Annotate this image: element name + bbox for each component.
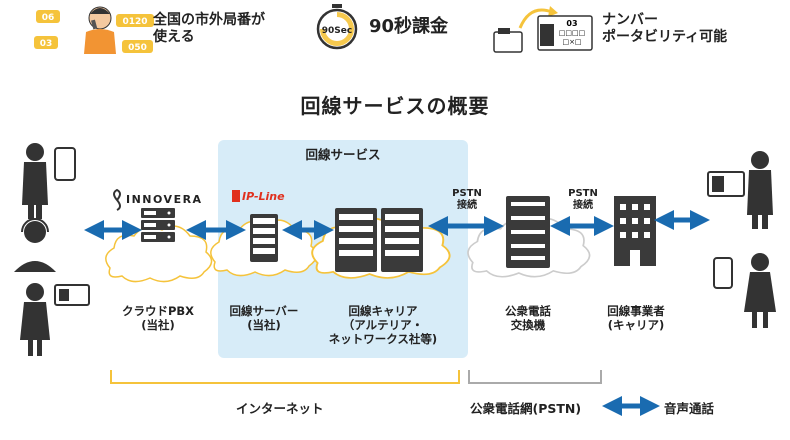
- internet-label: インターネット: [236, 401, 324, 416]
- area-code-bubble: 03: [34, 36, 58, 49]
- operator-headset-icon: [14, 218, 56, 272]
- cloud-pbx-server-icon: [141, 208, 175, 242]
- area-code-bubble-text: 03: [40, 39, 53, 49]
- person-with-phone-icon: [22, 143, 76, 219]
- phone-transfer-icon: 03 □□□□ □×□: [493, 6, 593, 53]
- internet-bracket: [110, 370, 460, 384]
- feature-number-portability-text: ナンバー ポータビリティ可能: [602, 12, 728, 45]
- node-label-line-server: 回線サーバー (当社): [229, 304, 299, 332]
- innovera-logo: INNOVERA: [126, 193, 203, 206]
- area-code-bubble-text: 050: [128, 43, 147, 53]
- ipline-logo: IP-Line: [242, 190, 285, 203]
- node-label-line-carrier: 回線キャリア （アルテリア・ ネットワークス社等): [328, 304, 438, 346]
- feature-billing-text: 90秒課金: [369, 16, 449, 37]
- svg-text:□□□□: □□□□: [559, 29, 585, 37]
- ipline-logo-mark: [232, 190, 240, 202]
- pstn-bracket: [468, 370, 602, 384]
- area-code-bubble: 0120: [116, 14, 154, 27]
- pstn-connect-label-2: PSTN 接続: [568, 188, 598, 211]
- area-code-bubble-text: 06: [42, 13, 55, 23]
- carrier-building-icon: [614, 196, 656, 266]
- feature-area-codes: 06 0120 03 050 全国の市外局番が 使える: [30, 2, 290, 54]
- innovera-logo-mark: [113, 188, 121, 211]
- pstn-connect-label-1: PSTN 接続: [452, 188, 482, 211]
- carrier-cloud: [311, 215, 451, 279]
- feature-number-portability: 03 □□□□ □×□ ナンバー ポータビリティ可能: [490, 2, 790, 56]
- pstn-network-label: 公衆電話網(PSTN): [470, 401, 582, 416]
- node-label-cloud-pbx: クラウドPBX (当社): [121, 304, 195, 332]
- person-mobile-right-icon: [713, 253, 776, 328]
- area-code-bubble-text: 0120: [122, 17, 147, 27]
- feature-area-codes-text: 全国の市外局番が 使える: [153, 12, 265, 45]
- svg-text:03: 03: [566, 19, 577, 28]
- person-desk-phone-right-icon: [707, 151, 773, 229]
- node-label-line-operator: 回線事業者 (キャリア): [607, 304, 665, 332]
- svg-text:□×□: □×□: [562, 38, 581, 46]
- panel-title: 回線サービス: [305, 147, 381, 162]
- stopwatch-badge: 90Sec: [322, 26, 352, 36]
- section-title: 回線サービスの概要: [300, 94, 490, 118]
- pstn-exchange-icon: [506, 196, 550, 268]
- area-code-bubble: 050: [122, 40, 153, 53]
- stopwatch-icon: 90Sec: [316, 4, 358, 50]
- person-desk-phone-icon: [20, 283, 90, 356]
- area-code-bubble: 06: [36, 10, 60, 23]
- voice-call-legend-label: 音声通話: [664, 401, 715, 416]
- line-server-icon: [250, 214, 278, 262]
- node-label-pstn-exchange: 公衆電話 交換機: [505, 304, 551, 332]
- carrier-server-icon: [335, 208, 423, 272]
- feature-billing: 90Sec 90秒課金: [315, 4, 485, 52]
- person-phone-icon: 06 0120 03 050: [34, 6, 154, 54]
